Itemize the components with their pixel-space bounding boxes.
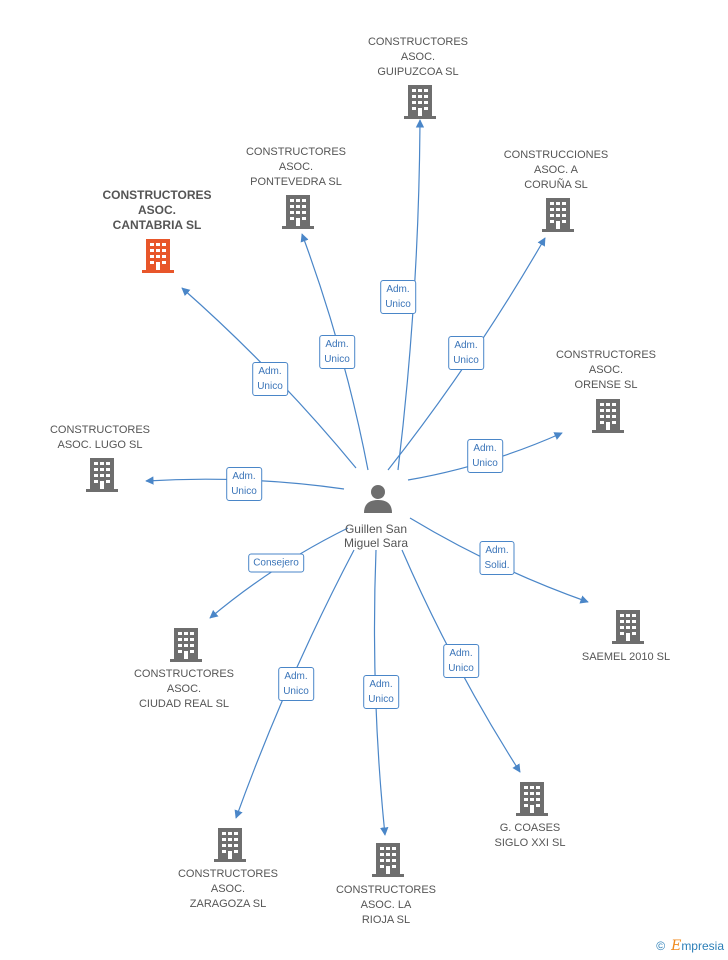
- building-icon[interactable]: [592, 399, 624, 433]
- company-label-coruna[interactable]: CONSTRUCCIONES ASOC. A CORUÑA SL: [503, 149, 609, 191]
- company-label-ciudadreal[interactable]: CONSTRUCTORES ASOC. CIUDAD REAL SL: [133, 668, 235, 710]
- brand-logo-initial: E: [671, 938, 682, 954]
- brand-logo-text: mpresia: [681, 939, 724, 953]
- company-label-coases[interactable]: G. COASES SIGLO XXI SL: [494, 822, 566, 849]
- relation-label-pontevedra: Adm. Unico: [319, 335, 355, 369]
- center-person-name[interactable]: Guillen San Miguel Sara: [343, 522, 409, 550]
- building-icon[interactable]: [214, 828, 246, 862]
- company-label-lugo[interactable]: CONSTRUCTORES ASOC. LUGO SL: [49, 424, 151, 451]
- relation-label-orense: Adm. Unico: [467, 439, 503, 473]
- building-icon[interactable]: [372, 843, 404, 877]
- relation-label-ciudadreal: Consejero: [248, 553, 304, 573]
- relation-label-coases: Adm. Unico: [443, 644, 479, 678]
- company-label-saemel[interactable]: SAEMEL 2010 SL: [581, 651, 671, 663]
- footer-brand: © Empresia: [656, 938, 724, 954]
- copyright-symbol: ©: [656, 939, 666, 953]
- company-label-rioja[interactable]: CONSTRUCTORES ASOC. LA RIOJA SL: [335, 884, 437, 926]
- building-icon[interactable]: [86, 458, 118, 492]
- company-label-cantabria[interactable]: CONSTRUCTORES ASOC. CANTABRIA SL: [102, 188, 212, 232]
- company-label-zaragoza[interactable]: CONSTRUCTORES ASOC. ZARAGOZA SL: [177, 868, 279, 910]
- building-icon[interactable]: [170, 628, 202, 662]
- relation-label-lugo: Adm. Unico: [226, 467, 262, 501]
- relation-label-zaragoza: Adm. Unico: [278, 667, 314, 701]
- relation-label-guipuzcoa: Adm. Unico: [380, 280, 416, 314]
- building-icon[interactable]: [516, 782, 548, 816]
- building-icon[interactable]: [542, 198, 574, 232]
- company-label-pontevedra[interactable]: CONSTRUCTORES ASOC. PONTEVEDRA SL: [245, 146, 347, 188]
- relation-label-rioja: Adm. Unico: [363, 675, 399, 709]
- building-icon[interactable]: [142, 239, 174, 273]
- relation-label-saemel: Adm. Solid.: [479, 541, 515, 575]
- relation-label-coruna: Adm. Unico: [448, 336, 484, 370]
- company-label-orense[interactable]: CONSTRUCTORES ASOC. ORENSE SL: [555, 349, 657, 391]
- person-icon: [364, 485, 392, 513]
- relation-label-cantabria: Adm. Unico: [252, 362, 288, 396]
- company-label-guipuzcoa[interactable]: CONSTRUCTORES ASOC. GUIPUZCOA SL: [367, 36, 469, 78]
- building-icon[interactable]: [282, 195, 314, 229]
- building-icon[interactable]: [612, 610, 644, 644]
- edge-ciudadreal: [209, 527, 349, 619]
- building-icon[interactable]: [404, 85, 436, 119]
